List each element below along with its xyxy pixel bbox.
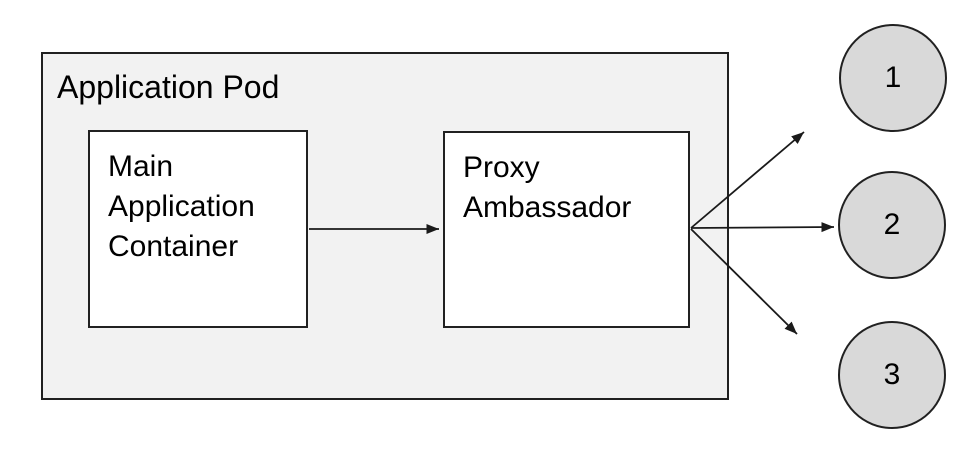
application-pod-group: Application Pod Main Application Contain… <box>41 52 729 400</box>
endpoint-2-label: 2 <box>883 208 901 241</box>
endpoint-3-label: 3 <box>883 358 901 391</box>
proxy-ambassador-label: Proxy Ambassador <box>463 151 632 224</box>
node-proxy-ambassador: Proxy Ambassador <box>443 131 690 328</box>
endpoint-1-label: 1 <box>884 61 902 94</box>
endpoint-node-1: 1 <box>839 24 947 132</box>
node-main-application-container: Main Application Container <box>88 130 308 328</box>
main-application-container-label: Main Application Container <box>108 150 255 263</box>
endpoint-node-2: 2 <box>838 171 946 279</box>
endpoint-node-3: 3 <box>838 321 946 429</box>
application-pod-label: Application Pod <box>57 69 280 105</box>
